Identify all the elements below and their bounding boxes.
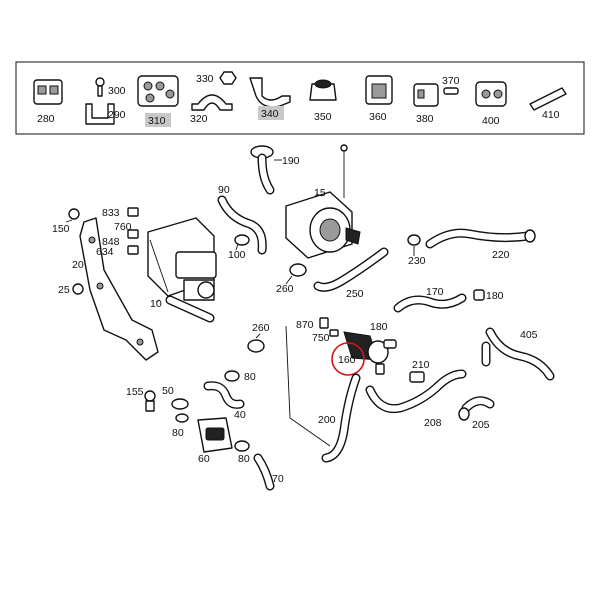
callout-760: 760 bbox=[114, 221, 132, 233]
legend-highlight-bg-310 bbox=[145, 113, 171, 127]
legend-label-360: 360 bbox=[369, 111, 387, 123]
callout-634: 634 bbox=[96, 246, 114, 258]
legend-label-300: 300 bbox=[108, 85, 126, 97]
part-160-pump[interactable]: 160 bbox=[331, 331, 397, 376]
legend-label-400: 400 bbox=[482, 115, 500, 127]
callout-50: 50 bbox=[162, 385, 174, 397]
part-205-hose[interactable]: 205 bbox=[458, 396, 495, 431]
part-fasteners-833-760-848-634[interactable]: 833 760 848 634 bbox=[96, 207, 139, 258]
part-190-hose[interactable]: 190 bbox=[250, 145, 300, 195]
callout-180b: 180 bbox=[370, 321, 388, 333]
callout-70: 70 bbox=[272, 473, 284, 485]
legend-frame bbox=[15, 61, 585, 135]
legend-strip: 280 300 290 310 330 320 bbox=[15, 61, 585, 135]
callout-210: 210 bbox=[412, 359, 430, 371]
part-150-bolt[interactable]: 150 bbox=[52, 208, 80, 235]
legend-part-350[interactable]: 350 bbox=[309, 79, 337, 123]
callout-833: 833 bbox=[102, 207, 120, 219]
part-405-hose[interactable]: 405 bbox=[481, 327, 555, 381]
callout-200: 200 bbox=[318, 414, 336, 426]
part-200-208-hose[interactable]: 200 208 bbox=[285, 325, 467, 463]
callout-220: 220 bbox=[492, 249, 510, 261]
part-260-clamp-lower[interactable]: 260 bbox=[247, 322, 270, 353]
callout-405: 405 bbox=[520, 329, 538, 341]
part-250-hose[interactable]: 250 bbox=[313, 247, 389, 300]
part-90-hose[interactable]: 90 bbox=[217, 184, 267, 255]
part-100-clamp[interactable]: 100 bbox=[228, 234, 250, 261]
legend-part-300-290[interactable]: 300 290 bbox=[85, 77, 126, 125]
callout-190: 190 bbox=[282, 155, 300, 167]
legend-part-280[interactable]: 280 bbox=[33, 79, 63, 125]
callout-15: 15 bbox=[314, 187, 326, 199]
legend-label-280: 280 bbox=[37, 113, 55, 125]
legend-part-340[interactable]: 340 bbox=[249, 77, 291, 120]
part-15-motor[interactable]: 15 bbox=[285, 144, 361, 259]
callout-160: 160 bbox=[338, 354, 356, 366]
callout-750: 750 bbox=[312, 332, 330, 344]
legend-part-380-370[interactable]: 370 380 bbox=[413, 75, 460, 125]
part-230-220-hose[interactable]: 230 220 bbox=[407, 228, 536, 267]
callout-160-highlight-ring bbox=[331, 342, 365, 376]
callout-40: 40 bbox=[234, 409, 246, 421]
callout-25: 25 bbox=[58, 284, 70, 296]
callout-150: 150 bbox=[52, 223, 70, 235]
part-60-valve[interactable]: 60 bbox=[197, 417, 233, 465]
callout-155: 155 bbox=[126, 386, 144, 398]
part-260-clamp-upper[interactable]: 260 bbox=[276, 263, 307, 295]
callout-230: 230 bbox=[408, 255, 426, 267]
callout-90: 90 bbox=[218, 184, 230, 196]
part-70-hose[interactable]: 70 bbox=[253, 453, 284, 491]
part-20-bracket[interactable]: 20 bbox=[72, 217, 159, 361]
legend-part-330-320[interactable]: 330 320 bbox=[190, 71, 237, 125]
callout-10: 10 bbox=[150, 298, 162, 310]
callout-205: 205 bbox=[472, 419, 490, 431]
legend-label-330: 330 bbox=[196, 73, 214, 85]
callout-848: 848 bbox=[102, 236, 120, 248]
legend-label-370: 370 bbox=[442, 75, 460, 87]
callout-180a: 180 bbox=[486, 290, 504, 302]
part-80-clamp-c[interactable]: 80 bbox=[234, 440, 250, 465]
legend-label-350: 350 bbox=[314, 111, 332, 123]
callout-80b: 80 bbox=[172, 427, 184, 439]
legend-part-400[interactable]: 400 bbox=[475, 81, 507, 127]
callout-100: 100 bbox=[228, 249, 246, 261]
callout-208: 208 bbox=[424, 417, 442, 429]
callout-260a: 260 bbox=[276, 283, 294, 295]
part-25-bolt[interactable]: 25 bbox=[58, 283, 84, 296]
legend-label-410: 410 bbox=[542, 109, 560, 121]
part-170-hose[interactable]: 170 bbox=[393, 286, 467, 313]
legend-label-340: 340 bbox=[261, 108, 279, 120]
part-210[interactable]: 210 bbox=[409, 359, 430, 383]
legend-label-290: 290 bbox=[108, 109, 126, 121]
callout-80a: 80 bbox=[244, 371, 256, 383]
callout-170: 170 bbox=[426, 286, 444, 298]
legend-label-380: 380 bbox=[416, 113, 434, 125]
callout-870: 870 bbox=[296, 319, 314, 331]
part-155-bolt[interactable]: 155 bbox=[126, 386, 156, 412]
callout-60: 60 bbox=[198, 453, 210, 465]
callout-250: 250 bbox=[346, 288, 364, 300]
legend-highlight-bg-340 bbox=[258, 106, 284, 120]
legend-part-360[interactable]: 360 bbox=[365, 75, 393, 123]
part-10-heater[interactable]: 10 bbox=[147, 217, 217, 323]
part-50-40-80[interactable]: 50 40 80 bbox=[162, 381, 246, 439]
callout-80c: 80 bbox=[238, 453, 250, 465]
part-180-clamp-upper[interactable]: 180 bbox=[473, 289, 504, 302]
callout-20: 20 bbox=[72, 259, 84, 271]
part-80-clamp-a[interactable]: 80 bbox=[224, 370, 256, 383]
legend-part-410[interactable]: 410 bbox=[529, 87, 567, 121]
legend-part-310[interactable]: 310 bbox=[137, 75, 179, 127]
part-180-clamp-lower[interactable]: 180 bbox=[370, 321, 388, 333]
legend-label-320: 320 bbox=[190, 113, 208, 125]
legend-label-310: 310 bbox=[148, 115, 166, 127]
part-870-750[interactable]: 870 750 bbox=[296, 317, 339, 344]
callout-260b: 260 bbox=[252, 322, 270, 334]
